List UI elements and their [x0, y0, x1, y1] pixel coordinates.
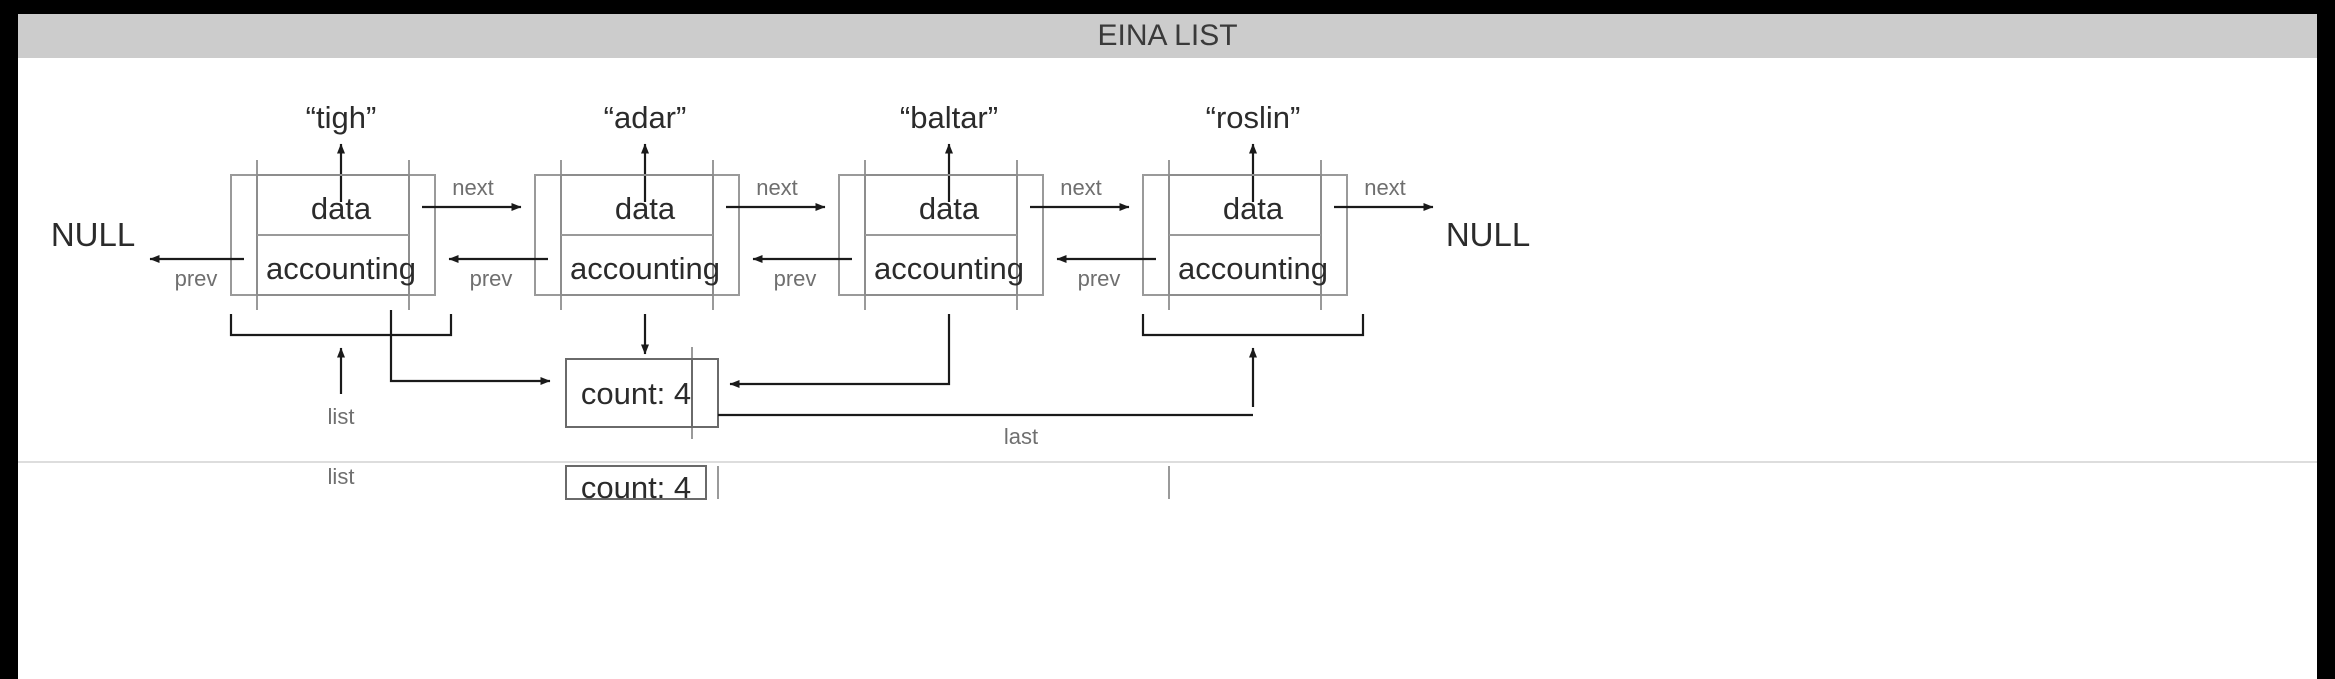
next-label: next	[756, 175, 798, 200]
node-accounting-cell: accounting	[266, 251, 416, 286]
count-box[interactable]: count: 4	[565, 347, 719, 439]
prev-arrow-4: prev	[1056, 255, 1156, 291]
node-accounting-cell: accounting	[874, 251, 1024, 286]
list-label: list	[328, 404, 355, 429]
node-baltar[interactable]: “baltar” data accounting	[838, 100, 1044, 310]
overflow-row-clipped: list count: 4	[328, 464, 1170, 505]
node-data-cell: data	[1223, 191, 1284, 226]
prev-label: prev	[774, 266, 817, 291]
overflow-count-value: count: 4	[581, 470, 691, 505]
next-label: next	[452, 175, 494, 200]
node-label: “tigh”	[306, 100, 377, 135]
null-right-label: NULL	[1446, 216, 1530, 253]
next-arrow-2: next	[726, 175, 826, 211]
baltar-to-count-arrow	[729, 314, 951, 388]
next-arrow-4-null: next NULL	[1334, 175, 1530, 253]
node-tigh[interactable]: “tigh” data accounting	[230, 100, 436, 310]
node-data-cell: data	[311, 191, 372, 226]
prev-arrow-1-null: prev NULL	[51, 216, 244, 291]
prev-label: prev	[470, 266, 513, 291]
node-data-cell: data	[919, 191, 980, 226]
count-value: count: 4	[581, 376, 691, 411]
list-bracket: list	[229, 314, 453, 429]
node-label: “roslin”	[1206, 100, 1301, 135]
next-label: next	[1364, 175, 1406, 200]
window-title-bar: EINA LIST	[18, 14, 2317, 58]
node-data-cell: data	[615, 191, 676, 226]
node-accounting-cell: accounting	[570, 251, 720, 286]
node-roslin[interactable]: “roslin” data accounting	[1142, 100, 1348, 310]
prev-arrow-3: prev	[752, 255, 852, 291]
null-left-label: NULL	[51, 216, 135, 253]
node-accounting-cell: accounting	[1178, 251, 1328, 286]
node-adar[interactable]: “adar” data accounting	[534, 100, 740, 310]
prev-arrow-2: prev	[448, 255, 548, 291]
prev-label: prev	[175, 266, 218, 291]
node-label: “adar”	[604, 100, 687, 135]
node-label: “baltar”	[900, 100, 998, 135]
prev-label: prev	[1078, 266, 1121, 291]
last-label: last	[1004, 424, 1038, 449]
eina-list-window: EINA LIST “tigh” data accounting	[18, 14, 2317, 679]
linked-list-diagram: “tigh” data accounting “adar” data	[18, 100, 2317, 505]
next-label: next	[1060, 175, 1102, 200]
page-title: EINA LIST	[1097, 19, 1238, 52]
next-arrow-1: next	[422, 175, 522, 211]
last-bracket: last	[718, 314, 1365, 449]
list-to-count-connector	[389, 310, 551, 385]
next-arrow-3: next	[1030, 175, 1130, 211]
overflow-list-label: list	[328, 464, 355, 489]
